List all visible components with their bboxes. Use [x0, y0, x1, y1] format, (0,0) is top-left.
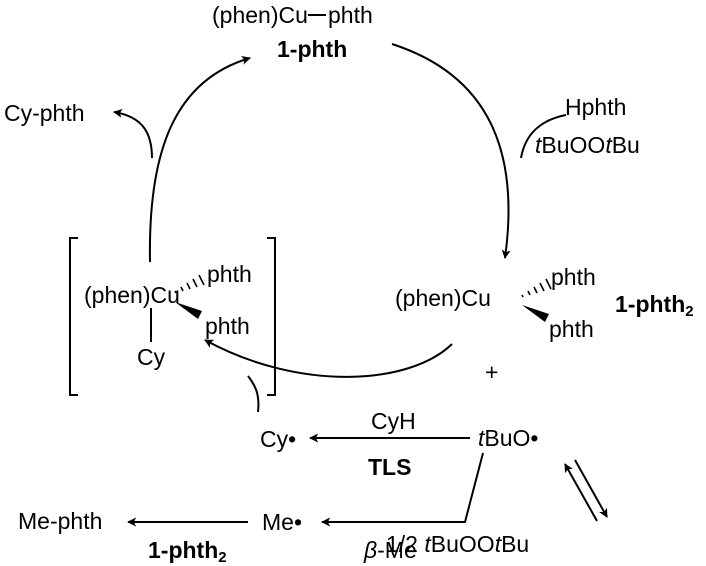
beta-symbol: β [364, 537, 378, 563]
top-complex-copper-center: (phen)Cu [212, 2, 308, 28]
right-complex-label-main: 1-phth [615, 291, 686, 317]
tls-label: TLS [368, 454, 412, 480]
peroxide-reagent: tBuOOtBu [535, 134, 640, 157]
top-complex-label: 1-phth [277, 36, 348, 62]
bottom-1-phth2-label: 1-phth2 [148, 537, 227, 566]
me-radical: Me• [262, 511, 302, 534]
right-complex-phth-upper: phth [551, 264, 596, 290]
peroxide-mid: BuOO [541, 132, 606, 158]
me-phth-product: Me-phth [18, 508, 103, 534]
left-complex-phth-lower: phth [205, 313, 250, 339]
half-t1: t [424, 531, 431, 557]
peroxide-t2: t [605, 132, 612, 158]
equilibrium-arrow-forward [574, 459, 608, 518]
bracket-right [267, 237, 276, 396]
hashed-wedge-right [521, 278, 552, 298]
half-mid: BuOO [430, 531, 495, 557]
cycle-arc-bottom [204, 339, 453, 378]
tbuo-radical: tBuO• [478, 427, 538, 450]
cy-radical-entry-curve [247, 375, 260, 413]
hphth-reagent: Hphth [565, 94, 627, 120]
right-complex-label: 1-phth2 [615, 291, 694, 320]
plus-sign: + [485, 359, 499, 385]
cyh-label: CyH [371, 408, 416, 434]
bottom-label-sub: 2 [218, 549, 227, 566]
right-complex-phth-lower: phth [549, 316, 594, 342]
cy-radical: Cy• [260, 428, 296, 451]
bracket-left [69, 237, 78, 396]
equilibrium-arrow-reverse [564, 463, 598, 522]
peroxide-end: Bu [611, 132, 640, 158]
cy-phth-release-arrow [113, 108, 153, 159]
tbuo-rest: BuO [484, 425, 531, 451]
cycle-arc-right [391, 43, 511, 259]
reagent-entry-curve [520, 114, 567, 159]
half-peroxide: 1/2 tBuOOtBu [386, 533, 529, 556]
cy-phth-product: Cy-phth [4, 100, 85, 126]
cy-radical-dot: • [288, 426, 297, 452]
right-complex-copper-center: (phen)Cu [395, 285, 491, 311]
bottom-label-main: 1-phth [148, 537, 219, 563]
right-complex-label-sub: 2 [685, 303, 694, 320]
left-complex-phth-upper: phth [207, 261, 252, 287]
beta-me-label: β-Me [364, 539, 417, 562]
hashed-wedge-left [174, 274, 205, 294]
solid-wedge-left [175, 302, 202, 319]
beta-me-rest: -Me [377, 537, 417, 563]
solid-wedge-right [522, 305, 549, 322]
half-prefix: 1/2 [386, 531, 425, 557]
tbuo-t: t [478, 425, 485, 451]
peroxide-t1: t [535, 132, 542, 158]
top-complex-phth-ligand: phth [328, 2, 373, 28]
left-complex-cy-group: Cy [137, 344, 166, 370]
arrow-to-me-radical [321, 452, 484, 527]
half-end: Bu [501, 531, 530, 557]
left-complex-copper-center: (phen)Cu [84, 282, 180, 308]
me-radical-dot: • [293, 509, 303, 535]
tbuo-dot: • [530, 425, 539, 451]
cycle-arc-top-left [148, 55, 251, 263]
half-t2: t [494, 531, 502, 557]
cy-radical-label: Cy [260, 426, 289, 452]
me-radical-label: Me [262, 509, 294, 535]
